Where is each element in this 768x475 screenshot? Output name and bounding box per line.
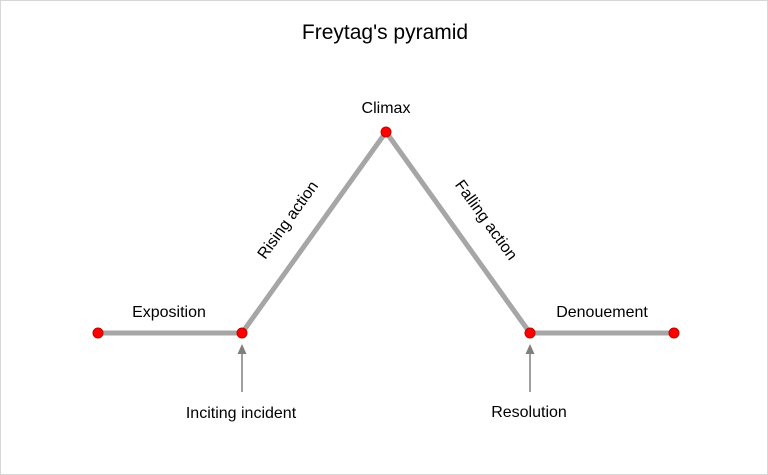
inciting-incident-arrow [237,344,247,392]
diagram-title: Freytag's pyramid [302,21,468,44]
inciting-incident-arrow-head [237,344,247,354]
resolution-arrow [525,344,535,392]
label-falling-action: Falling action [451,177,520,263]
label-inciting-incident: Inciting incident [186,405,297,422]
resolution-arrow-head [525,344,535,354]
start-point-dot [92,327,104,339]
climax-point-dot [380,126,392,138]
resolution-point-dot [524,327,536,339]
end-point-dot [668,327,680,339]
label-rising-action: Rising action [255,178,322,262]
label-exposition: Exposition [132,304,206,321]
label-resolution: Resolution [491,404,567,421]
label-denouement: Denouement [556,304,648,321]
pyramid-plot-line [95,129,677,336]
inciting-incident-point-dot [236,327,248,339]
label-climax: Climax [362,100,411,117]
